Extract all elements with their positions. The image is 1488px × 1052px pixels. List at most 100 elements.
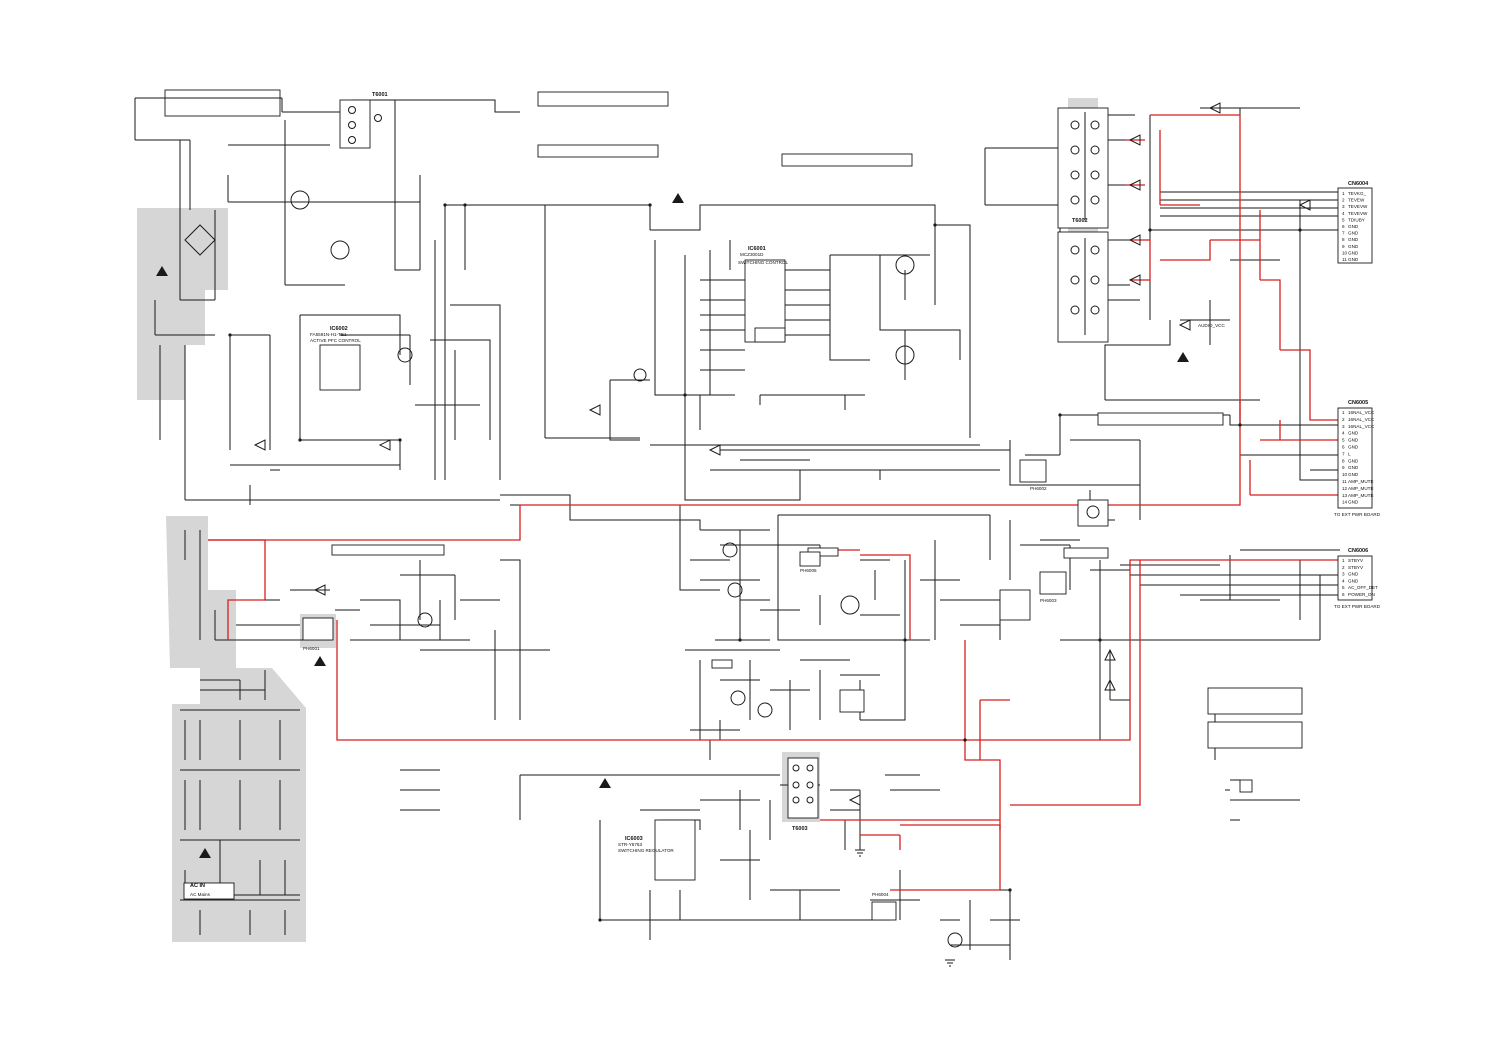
ic6003-part: STR-Y6763	[618, 842, 642, 847]
wiring-black	[134, 97, 1340, 960]
cn6004-pin-number: 10	[1342, 250, 1348, 255]
cn6004-ref: CN6004	[1348, 181, 1369, 187]
cn6006-pin-label: GND	[1348, 578, 1359, 583]
warning-icon	[156, 266, 168, 276]
warning-icon	[199, 848, 211, 858]
cn6006-pin-number: 5	[1342, 585, 1345, 590]
cn6006-pin-label: POWER_ON	[1348, 592, 1375, 597]
cn6005-pin-label: AMP_MUTE	[1348, 479, 1374, 484]
cn6005-pin-number: 5	[1342, 438, 1345, 443]
ph6002-label: PH6002	[1030, 486, 1047, 491]
cn6006-pin-label: STBYV	[1348, 558, 1364, 563]
wiring-red	[208, 114, 1340, 891]
cn6006-pin-number: 2	[1342, 565, 1345, 570]
cn6004-pin-label: GND	[1348, 244, 1359, 249]
cn6006-pin-number: 6	[1342, 592, 1345, 597]
cn6005-pin-number: 9	[1342, 465, 1345, 470]
ic6003-block: IC6003 STR-Y6763 SWITCHING REGULATOR	[618, 819, 696, 881]
ic6002-block: IC6002 FA5591N-H1-TE1 ACTIVE PFC CONTROL	[310, 326, 361, 391]
cn6006-pin-label: STBYV	[1348, 565, 1364, 570]
ph6005-label: PH6005	[800, 568, 817, 573]
warning-icons	[156, 193, 1189, 858]
cn6004-pin-number: 11	[1342, 257, 1347, 262]
cn6004-pin-number: 2	[1342, 198, 1345, 203]
t6001-label: T6001	[372, 92, 388, 98]
cn6005-pin-label: L	[1348, 451, 1351, 456]
warning-icon	[672, 193, 684, 203]
cn6005-pin-label: GND	[1348, 465, 1359, 470]
cn6005-pin-label: GND	[1348, 458, 1359, 463]
ph6003-label: PH6003	[1040, 598, 1057, 603]
cn6004-pin-label: GND	[1348, 231, 1359, 236]
cn6005-pin-label: GND	[1348, 445, 1359, 450]
ic6002-part: FA5591N-H1-TE1	[310, 332, 347, 337]
cn6004-pin-label: TEVEVW	[1348, 211, 1368, 216]
cn6005-pin-label: AMP_MUTE	[1348, 493, 1374, 498]
cn6005-pin-number: 2	[1342, 417, 1345, 422]
transformer-t6001	[339, 99, 382, 149]
cn6005-pin-label: GND	[1348, 431, 1359, 436]
cn6004-pin-label: GND	[1348, 237, 1359, 242]
cn6004-pin-number: 4	[1342, 211, 1345, 216]
cn6004-pin-label: GND	[1348, 257, 1359, 262]
cn6004-pin-number: 6	[1342, 224, 1345, 229]
cn6004-pin-label: TEVEW	[1348, 198, 1365, 203]
cn6005-pin-label: GND	[1348, 472, 1359, 477]
cn6005-pin-label: 16NAL_VCC	[1348, 410, 1375, 415]
junction-dots	[228, 203, 1302, 922]
ic6003-ref: IC6003	[625, 836, 643, 842]
note-boxes	[164, 89, 1303, 900]
cn6005-pin-number: 14	[1342, 500, 1348, 505]
cn6006-pin-label: AC_OFF_DET	[1348, 585, 1378, 590]
t6003-label: T6003	[792, 826, 808, 832]
cn6004-pin-number: 7	[1342, 231, 1345, 236]
cn6004-pin-label: TDIUBY	[1348, 217, 1365, 222]
cn6005-pin-number: 6	[1342, 445, 1345, 450]
cn6005-pin-number: 13	[1342, 493, 1348, 498]
cn6004-pin-number: 3	[1342, 204, 1345, 209]
cn6005-note: TO EXT PWR BOARD	[1334, 512, 1381, 517]
connector-cn6005: CN6005 TO EXT PWR BOARD	[1334, 400, 1381, 517]
cn6005-pin-number: 3	[1342, 424, 1345, 429]
cn6005-pin-number: 4	[1342, 431, 1345, 436]
cn6006-pin-number: 4	[1342, 578, 1345, 583]
cn6004-pin-label: GND	[1348, 224, 1359, 229]
ic6001-ref: IC6001	[748, 246, 766, 252]
connector-cn6006: CN6006 TO EXT PWR BOARD	[1334, 548, 1381, 609]
warning-icon	[1177, 352, 1189, 362]
cn6004-pin-number: 5	[1342, 217, 1345, 222]
cn6006-ref: CN6006	[1348, 548, 1368, 554]
ic6001-part: MCZ3001D	[740, 252, 764, 257]
transformer-t6002	[1057, 107, 1109, 343]
cn6005-pin-label: GND	[1348, 438, 1359, 443]
cn6005-pin-number: 1	[1342, 410, 1345, 415]
ic6003-func: SWITCHING REGULATOR	[618, 848, 674, 853]
cn6004-pin-number: 8	[1342, 237, 1345, 242]
t6002-label: T6002	[1072, 218, 1088, 224]
ac-mains-label: AC Mains	[190, 892, 211, 897]
cn6005-pin-label: 16NAL_VCC	[1348, 424, 1375, 429]
cn6006-pin-number: 3	[1342, 572, 1345, 577]
ac-in-label: AC IN	[190, 883, 205, 889]
connector-cn6004: CN6004	[1337, 181, 1373, 264]
audio-vcc-label: AUDIO_VCC	[1198, 323, 1225, 328]
cn6005-pin-number: 10	[1342, 472, 1348, 477]
warning-icon	[314, 656, 326, 666]
cn6004-pin-number: 9	[1342, 244, 1345, 249]
cn6004-pin-label: TEVEVW	[1348, 204, 1368, 209]
warning-icon	[599, 778, 611, 788]
cn6005-pin-label: AMP_MUTE	[1348, 486, 1374, 491]
component-symbols	[184, 102, 1311, 967]
cn6005-ref: CN6005	[1348, 400, 1368, 406]
cn6005-pin-number: 7	[1342, 451, 1345, 456]
cn6005-pin-number: 8	[1342, 458, 1345, 463]
cn6005-pin-label: 16NAL_VCC	[1348, 417, 1375, 422]
cn6005-pin-label: GND	[1348, 500, 1359, 505]
cn6005-pin-number: 11	[1342, 479, 1347, 484]
ph6004-label: PH6004	[872, 892, 889, 897]
cn6005-pin-number: 12	[1342, 486, 1348, 491]
